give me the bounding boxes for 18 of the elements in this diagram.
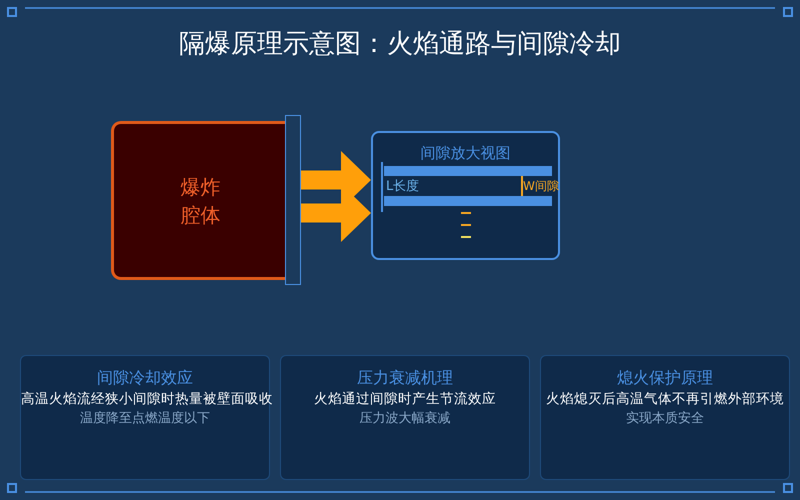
card-text: 火焰通过间隙时产生节流效应 xyxy=(313,390,497,409)
magnified-view-box xyxy=(371,131,560,260)
card-note: 实现本质安全 xyxy=(625,410,705,428)
chamber-label: 爆炸腔体 xyxy=(180,174,222,228)
dimension-label: L长度 xyxy=(386,178,420,195)
card-heading: 间隙冷却效应 xyxy=(96,367,194,389)
info-card xyxy=(280,355,530,480)
info-card xyxy=(540,355,790,480)
chamber-box xyxy=(111,121,287,280)
card-note: 压力波大幅衰减 xyxy=(358,410,452,428)
info-card xyxy=(20,355,270,480)
card-text: 火焰熄灭后高温气体不再引燃外部环境 xyxy=(545,390,785,409)
card-heading: 压力衰减机理 xyxy=(356,367,454,389)
title: 隔爆原理示意图：火焰通路与间隙冷却 xyxy=(178,28,622,61)
view-title: 间隙放大视图 xyxy=(420,144,512,163)
card-heading: 熄火保护原理 xyxy=(616,367,714,389)
card-note: 温度降至点燃温度以下 xyxy=(79,410,211,428)
flange-bar xyxy=(285,115,301,285)
